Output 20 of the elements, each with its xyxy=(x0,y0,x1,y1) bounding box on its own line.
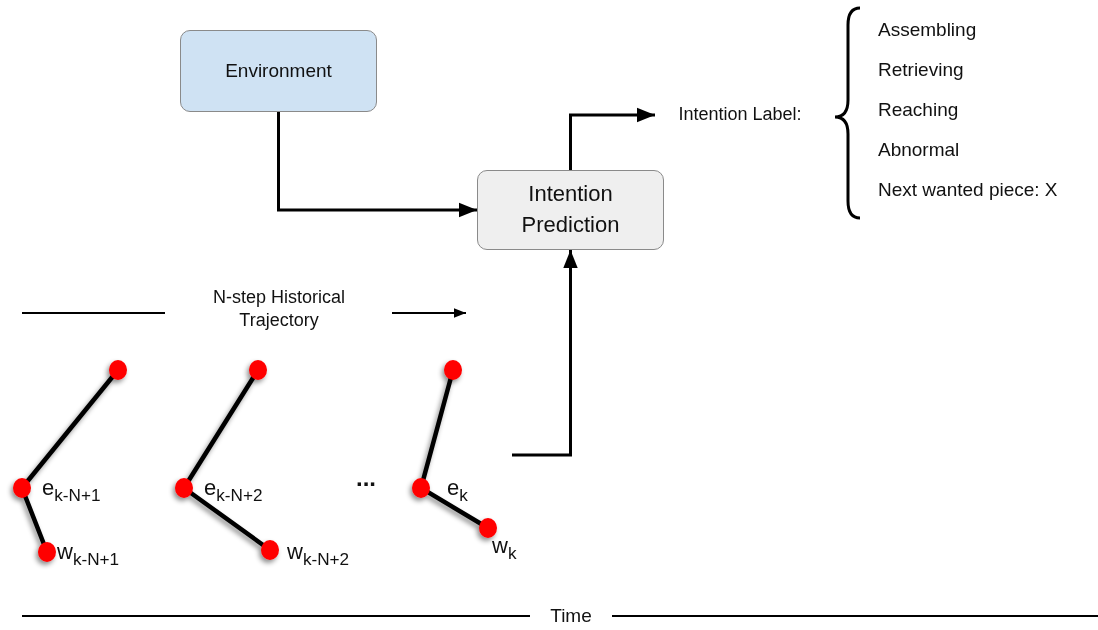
list-item: Assembling xyxy=(878,18,977,42)
axis-label: N-step Historical Trajectory xyxy=(212,286,346,333)
joint-label: e$_{k}$ xyxy=(447,474,468,507)
process-box: Intention Prediction xyxy=(477,170,664,250)
joint-label: w$_{k}$ xyxy=(492,532,517,565)
list-item: Reaching xyxy=(878,98,959,122)
list-item: Retrieving xyxy=(878,58,964,82)
arrow xyxy=(277,112,477,218)
process-box: Environment xyxy=(180,30,377,112)
list-item: Abnormal xyxy=(878,138,960,162)
arrow xyxy=(512,250,578,457)
arrow xyxy=(569,107,655,170)
joint-label: e$_{k-N+2}$ xyxy=(204,474,263,507)
axis-label: Time xyxy=(549,604,593,628)
ellipsis: ... xyxy=(356,463,376,493)
joint-label: w$_{k-N+1}$ xyxy=(57,538,120,571)
output-label: Intention Label: xyxy=(660,100,820,130)
list-item: Next wanted piece: X xyxy=(878,178,1058,202)
joint-label: w$_{k-N+2}$ xyxy=(287,538,350,571)
joint-label: e$_{k-N+1}$ xyxy=(42,474,101,507)
